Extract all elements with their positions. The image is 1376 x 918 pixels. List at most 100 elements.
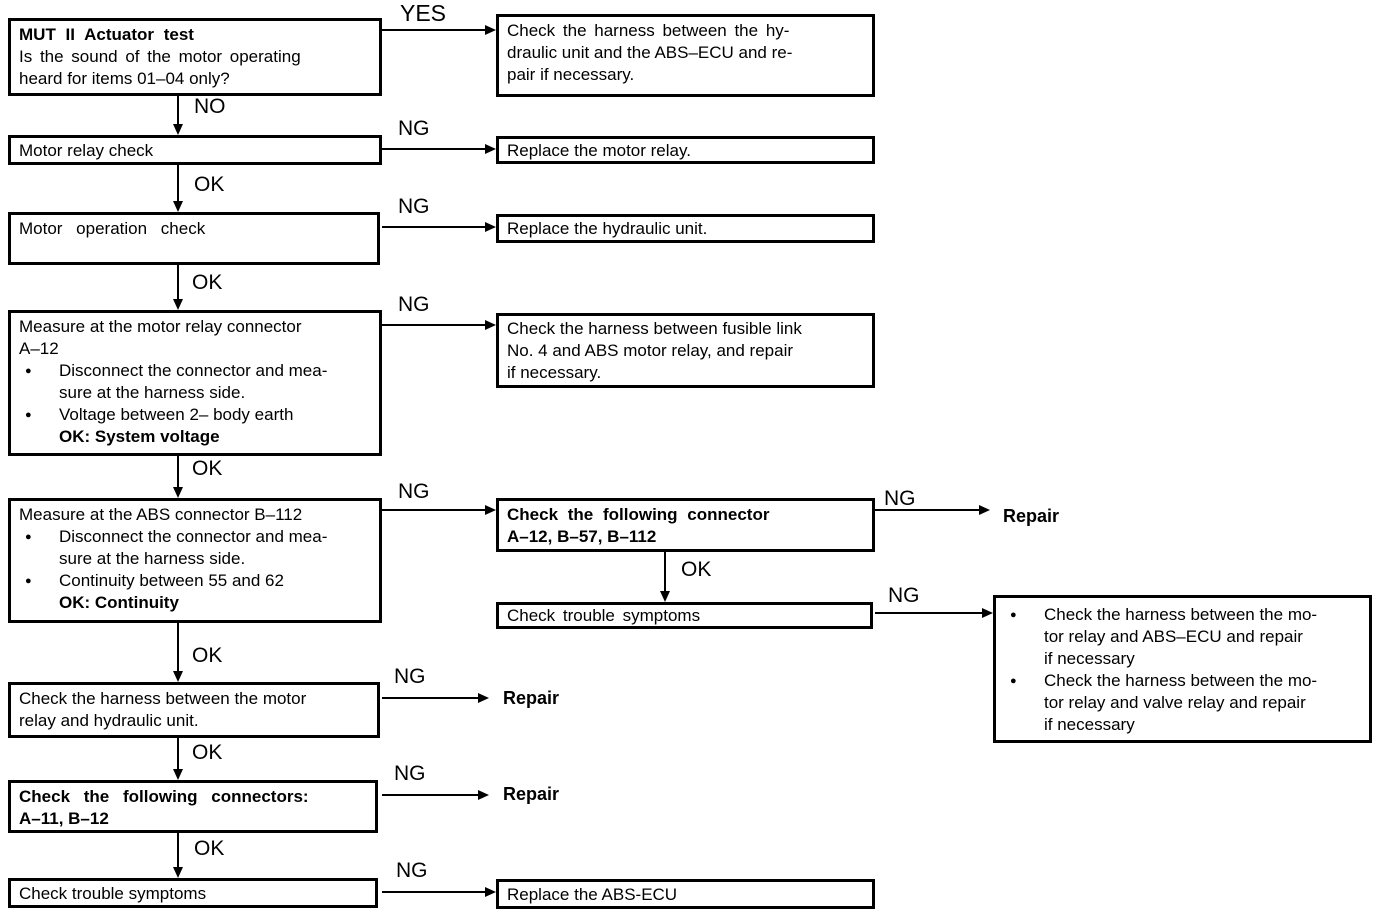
label-ok-6: OK — [194, 837, 225, 860]
arrow-right-icon — [485, 144, 496, 154]
label-ng-measure-relay: NG — [398, 293, 430, 316]
box-line: Motor relay check — [19, 141, 154, 160]
box-line: A–12 — [19, 339, 59, 358]
flow-box-motor-relay-check: Motor relay check — [8, 135, 382, 165]
box-title: MUT II Actuator test — [19, 25, 194, 44]
connector-line — [875, 612, 982, 614]
bullet-line: sure at the harness side. — [59, 549, 246, 568]
connector-line — [382, 697, 478, 699]
box-line: A–12, B–57, B–112 — [507, 527, 657, 546]
connector-line — [382, 794, 478, 796]
arrow-down-icon — [173, 487, 183, 498]
flow-box-trouble-symptoms: Check trouble symptoms — [8, 878, 378, 908]
ok-condition: OK: System voltage — [59, 427, 220, 446]
bullet-icon: ● — [25, 409, 32, 421]
bullet-item: ● Check the harness between the mo- tor … — [1004, 670, 1361, 736]
bullet-line: Continuity between 55 and 62 — [59, 571, 284, 590]
box-line: heard for items 01–04 only? — [19, 69, 230, 88]
bullet-item: ● Check the harness between the mo- tor … — [1004, 604, 1361, 670]
arrow-down-icon — [173, 671, 183, 682]
flow-box-harness-double-check: ● Check the harness between the mo- tor … — [993, 595, 1372, 743]
label-ok-2: OK — [192, 271, 223, 294]
label-ng-motor-operation: NG — [398, 195, 430, 218]
arrow-right-icon — [485, 222, 496, 232]
flow-box-measure-abs-connector: Measure at the ABS connector B–112 ● Dis… — [8, 498, 382, 623]
bullet-item: ● Continuity between 55 and 62 OK: Conti… — [19, 570, 371, 614]
bullet-line: Disconnect the connector and mea- — [59, 527, 328, 546]
box-line: Check the following connectors: — [19, 787, 309, 806]
box-line: No. 4 and ABS motor relay, and repair — [507, 341, 794, 360]
label-ng-measure-abs: NG — [398, 480, 430, 503]
connector-line — [177, 833, 179, 871]
arrow-right-icon — [485, 505, 496, 515]
bullet-item: ● Disconnect the connector and mea- sure… — [19, 360, 371, 404]
box-line: relay and hydraulic unit. — [19, 711, 199, 730]
arrow-right-icon — [485, 887, 496, 897]
flow-box-connector-a12-b57-b112: Check the following connector A–12, B–57… — [496, 498, 875, 552]
label-ng-trouble-mid: NG — [888, 584, 920, 607]
arrow-right-icon — [478, 790, 489, 800]
label-no: NO — [194, 95, 226, 118]
label-ok-1: OK — [194, 173, 225, 196]
box-line: A–11, B–12 — [19, 809, 109, 828]
box-line: Measure at the ABS connector B–112 — [19, 505, 303, 524]
box-line: Check the harness between fusible link — [507, 319, 802, 338]
arrow-down-icon — [173, 299, 183, 310]
bullet-line: if necessary — [1044, 715, 1135, 734]
label-ng-connectors: NG — [394, 762, 426, 785]
box-line: Check the harness between the hy- — [507, 21, 790, 40]
bullet-line: sure at the harness side. — [59, 383, 246, 402]
bullet-icon: ● — [1010, 609, 1017, 621]
flow-box-actuator-test: MUT II Actuator test Is the sound of the… — [8, 18, 382, 96]
arrow-down-icon — [173, 201, 183, 212]
connector-line — [382, 148, 485, 150]
label-ng-harness-hydraulic: NG — [394, 665, 426, 688]
connector-line — [875, 509, 979, 511]
arrow-right-icon — [982, 608, 993, 618]
arrow-down-icon — [173, 769, 183, 780]
bullet-line: Check the harness between the mo- — [1044, 671, 1318, 690]
ok-condition: OK: Continuity — [59, 593, 179, 612]
flow-box-harness-fusible-link: Check the harness between fusible link N… — [496, 313, 875, 388]
connector-line — [382, 226, 485, 228]
connector-line — [382, 324, 485, 326]
label-ok-3: OK — [192, 457, 223, 480]
bullet-line: Disconnect the connector and mea- — [59, 361, 328, 380]
arrow-down-icon — [173, 867, 183, 878]
label-ok-4: OK — [192, 644, 223, 667]
connector-line — [382, 891, 485, 893]
bullet-line: tor relay and valve relay and repair — [1044, 693, 1306, 712]
bullet-item: ● Disconnect the connector and mea- sure… — [19, 526, 371, 570]
bullet-icon: ● — [25, 575, 32, 587]
flow-box-replace-abs-ecu: Replace the ABS-ECU — [496, 879, 875, 909]
flow-box-motor-operation-check: Motor operation check — [8, 212, 380, 265]
box-line: Replace the hydraulic unit. — [507, 219, 708, 238]
connector-line — [177, 165, 179, 205]
label-ok-mid: OK — [681, 558, 712, 581]
flow-box-replace-hydraulic-unit: Replace the hydraulic unit. — [496, 214, 875, 243]
box-line: Motor operation check — [19, 219, 206, 238]
label-ng-connector-check: NG — [884, 487, 916, 510]
label-yes: YES — [400, 0, 447, 26]
box-line: Check trouble symptoms — [19, 884, 207, 903]
box-line: draulic unit and the ABS–ECU and re- — [507, 43, 793, 62]
bullet-line: Check the harness between the mo- — [1044, 605, 1318, 624]
box-line: if necessary. — [507, 363, 602, 382]
bullet-icon: ● — [25, 531, 32, 543]
flow-box-harness-motor-hydraulic: Check the harness between the motor rela… — [8, 682, 380, 738]
box-line: Replace the motor relay. — [507, 141, 691, 160]
bullet-icon: ● — [25, 365, 32, 377]
box-line: Check the harness between the motor — [19, 689, 307, 708]
bullet-line: if necessary — [1044, 649, 1135, 668]
box-line: Check trouble symptoms — [507, 606, 701, 625]
arrow-right-icon — [485, 320, 496, 330]
label-repair-connectors: Repair — [503, 784, 560, 804]
flow-box-replace-motor-relay: Replace the motor relay. — [496, 136, 875, 164]
label-ok-5: OK — [192, 741, 223, 764]
arrow-down-icon — [173, 124, 183, 135]
flow-box-harness-hydraulic-ecu: Check the harness between the hy- drauli… — [496, 14, 875, 97]
connector-line — [177, 265, 179, 303]
label-repair-connector: Repair — [1003, 506, 1060, 526]
flow-box-trouble-symptoms-mid: Check trouble symptoms — [496, 602, 873, 629]
arrow-down-icon — [660, 591, 670, 602]
